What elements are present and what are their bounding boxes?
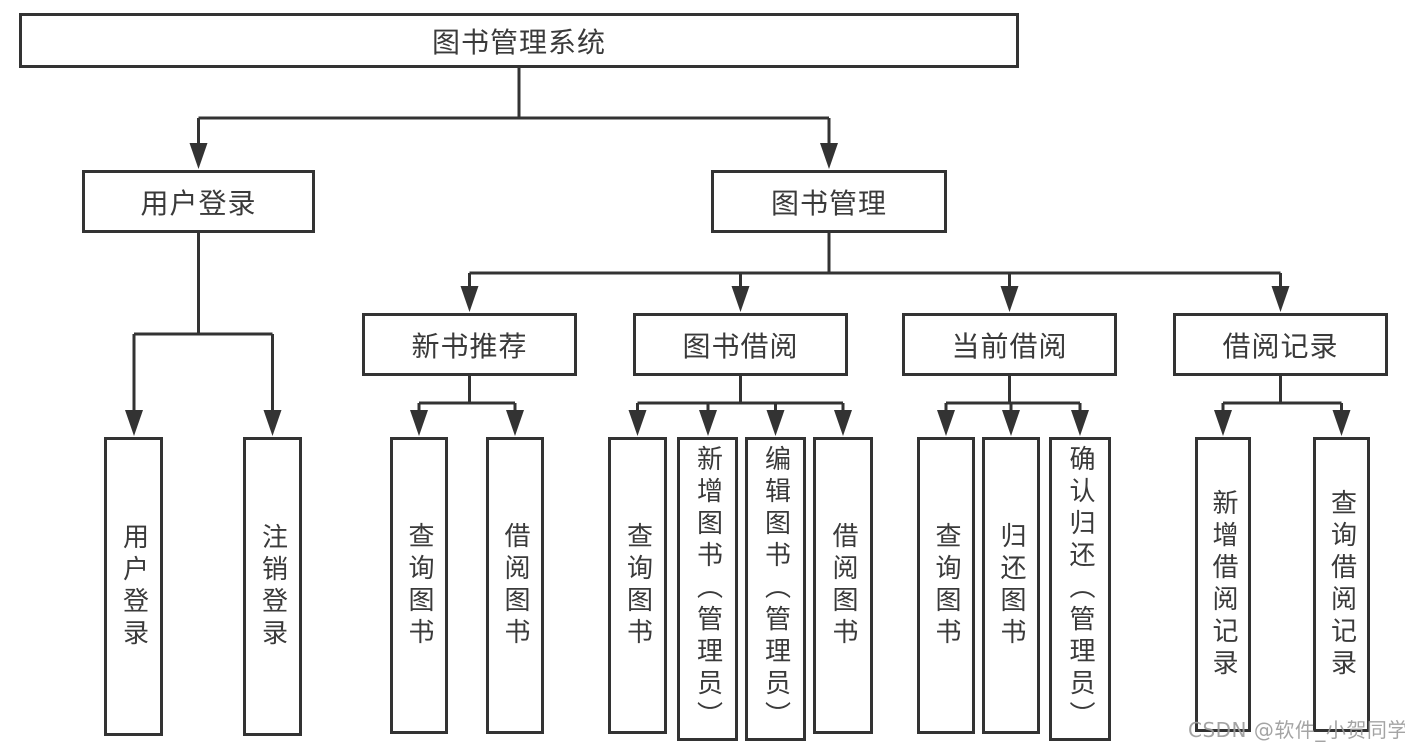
arrowhead — [731, 286, 750, 312]
tree-edges — [132, 68, 1343, 415]
node-book-borrow: 图书借阅 — [633, 313, 848, 376]
arrowhead — [410, 410, 428, 436]
leaf-query-book-under-current: 查询图书 — [917, 437, 975, 734]
arrowhead — [699, 410, 717, 436]
leaf-add-book-admin: 新增图书（管理员） — [677, 437, 738, 741]
arrowhead — [1000, 286, 1019, 312]
arrowhead — [125, 410, 143, 436]
arrowhead — [628, 410, 647, 436]
arrowhead — [937, 410, 955, 436]
leaf-logout: 注销登录 — [243, 437, 302, 736]
arrowhead — [263, 410, 282, 436]
leaf-borrow-book-under-borrow: 借阅图书 — [813, 437, 873, 734]
arrowhead — [1271, 286, 1290, 312]
node-current-borrow: 当前借阅 — [902, 313, 1117, 376]
leaf-borrow-book-under-recommend: 借阅图书 — [486, 437, 544, 734]
node-new-book-recommend: 新书推荐 — [362, 313, 577, 376]
leaf-query-book-under-borrow: 查询图书 — [608, 437, 667, 734]
leaf-confirm-return-admin: 确认归还（管理员） — [1049, 437, 1111, 741]
arrowhead — [506, 410, 524, 436]
leaf-return-book: 归还图书 — [982, 437, 1040, 734]
arrowhead — [189, 143, 208, 169]
arrowhead — [1002, 410, 1020, 436]
arrowhead — [1071, 410, 1089, 436]
leaf-query-borrow-record: 查询借阅记录 — [1313, 437, 1370, 732]
leaf-user-login: 用户登录 — [104, 437, 163, 736]
leaf-query-book-under-recommend: 查询图书 — [390, 437, 448, 734]
arrowhead — [460, 286, 479, 312]
arrowhead — [820, 143, 838, 169]
arrowhead — [1214, 410, 1232, 436]
arrowheads — [125, 143, 1351, 436]
leaf-edit-book-admin: 编辑图书（管理员） — [745, 437, 806, 741]
arrowhead — [766, 410, 785, 436]
arrowhead — [834, 410, 852, 436]
node-book-management: 图书管理 — [711, 170, 947, 233]
csdn-watermark: CSDN @软件_小贺同学 — [1188, 718, 1405, 742]
leaf-add-borrow-record: 新增借阅记录 — [1195, 437, 1251, 732]
node-user-login: 用户登录 — [82, 170, 315, 233]
arrowhead — [1332, 410, 1351, 436]
node-root: 图书管理系统 — [19, 13, 1019, 68]
node-borrow-records: 借阅记录 — [1173, 313, 1388, 376]
